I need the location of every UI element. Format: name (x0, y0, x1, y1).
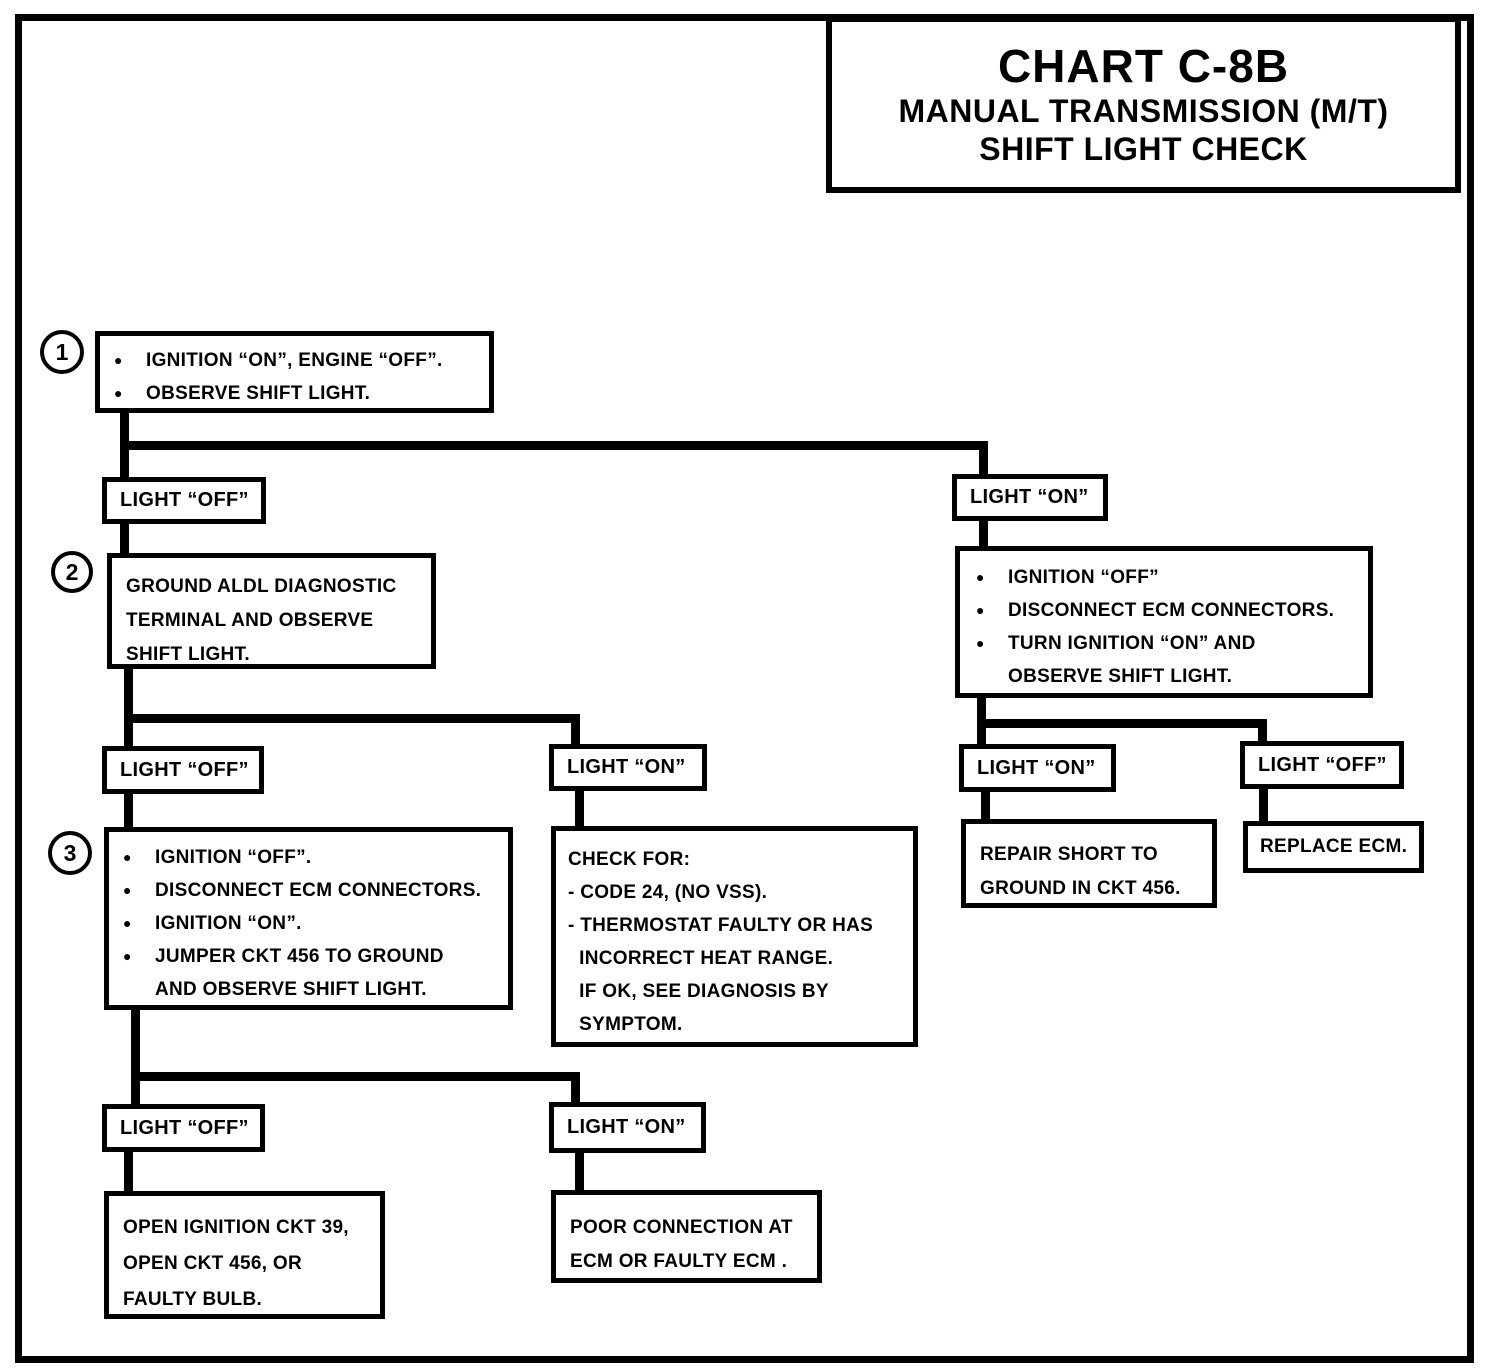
open-circuit-text: OPEN IGNITION CKT 39, OPEN CKT 456, OR F… (123, 1217, 349, 1310)
bullet-text: IGNITION “ON”, ENGINE “OFF”. (146, 350, 443, 371)
connector-lightonr2-repair (981, 792, 990, 819)
bullet-row: ● DISCONNECT ECM CONNECTORS. (123, 874, 500, 907)
step-2-badge: 2 (51, 551, 93, 593)
bullet-row: ● IGNITION “OFF”. (123, 841, 500, 874)
connector-step3-branch (131, 1072, 580, 1081)
chart-title: CHART C-8B (997, 40, 1290, 92)
bullet-icon: ● (976, 602, 985, 618)
poor-connection-text: POOR CONNECTION AT ECM OR FAULTY ECM . (570, 1217, 793, 1272)
open-circuit-box: OPEN IGNITION CKT 39, OPEN CKT 456, OR F… (104, 1191, 385, 1319)
bullet-text: IGNITION “ON”. (155, 913, 302, 934)
bullet-icon: ● (123, 915, 132, 931)
repair-short-box: REPAIR SHORT TO GROUND IN CKT 456. (961, 819, 1217, 908)
connector-step2-down (124, 669, 133, 746)
connector-rightbox-branch (977, 719, 1267, 728)
bullet-text: JUMPER CKT 456 TO GROUND AND OBSERVE SHI… (155, 946, 444, 1000)
bullet-icon: ● (123, 948, 132, 964)
repair-short-text: REPAIR SHORT TO GROUND IN CKT 456. (980, 844, 1181, 899)
connector-step1-right-drop (979, 441, 988, 475)
bullet-icon: ● (976, 635, 985, 651)
connector-lighton1-rightbox (979, 521, 988, 546)
branch-label-light-on-3: LIGHT “ON” (549, 1102, 706, 1153)
bullet-text: DISCONNECT ECM CONNECTORS. (155, 880, 482, 901)
step-1-badge: 1 (40, 330, 84, 374)
bullet-row: ● TURN IGNITION “ON” AND OBSERVE SHIFT L… (976, 627, 1360, 693)
step-3-badge: 3 (48, 831, 92, 875)
connector-lightoff2-step3 (124, 794, 133, 827)
bullet-icon: ● (976, 569, 985, 585)
bullet-icon: ● (114, 385, 123, 401)
connector-lightoff3-openbox (124, 1152, 133, 1191)
branch-label-light-on-1: LIGHT “ON” (952, 474, 1108, 521)
bullet-row: ● OBSERVE SHIFT LIGHT. (114, 377, 481, 410)
right-branch-action-box: ● IGNITION “OFF” ● DISCONNECT ECM CONNEC… (955, 546, 1373, 698)
connector-lightoffr2-replace (1259, 789, 1268, 821)
bullet-icon: ● (123, 882, 132, 898)
bullet-text: IGNITION “OFF”. (155, 847, 312, 868)
branch-label-light-off-r2: LIGHT “OFF” (1240, 741, 1404, 789)
check-for-text: CHECK FOR: - CODE 24, (NO VSS). - THERMO… (568, 849, 874, 1035)
step-1-action-box: ● IGNITION “ON”, ENGINE “OFF”. ● OBSERVE… (95, 331, 494, 413)
connector-step1-branch (120, 441, 988, 450)
connector-lighton3-poorbox (575, 1153, 584, 1190)
connector-lightoff1-step2 (120, 524, 129, 553)
step-2-text: GROUND ALDL DIAGNOSTIC TERMINAL AND OBSE… (126, 576, 397, 665)
branch-label-light-off-1: LIGHT “OFF” (102, 477, 266, 524)
bullet-text: IGNITION “OFF” (1008, 567, 1159, 588)
connector-step2-branch (124, 714, 580, 723)
chart-subtitle-line2: SHIFT LIGHT CHECK (979, 131, 1308, 167)
bullet-icon: ● (114, 352, 123, 368)
replace-ecm-text: REPLACE ECM. (1260, 836, 1408, 857)
bullet-text: DISCONNECT ECM CONNECTORS. (1008, 600, 1335, 621)
poor-connection-box: POOR CONNECTION AT ECM OR FAULTY ECM . (551, 1190, 822, 1283)
branch-label-light-off-2: LIGHT “OFF” (102, 746, 264, 794)
chart-subtitle-line1: MANUAL TRANSMISSION (M/T) (898, 93, 1389, 129)
bullet-row: ● IGNITION “ON”, ENGINE “OFF”. (114, 344, 481, 377)
connector-step3-right-drop (571, 1072, 580, 1102)
bullet-row: ● JUMPER CKT 456 TO GROUND AND OBSERVE S… (123, 940, 500, 1006)
title-box: CHART C-8B MANUAL TRANSMISSION (M/T) SHI… (826, 16, 1461, 193)
branch-label-light-on-2: LIGHT “ON” (549, 744, 707, 791)
bullet-row: ● DISCONNECT ECM CONNECTORS. (976, 594, 1360, 627)
connector-rightbox-right-drop (1258, 719, 1267, 741)
branch-label-light-off-3: LIGHT “OFF” (102, 1104, 265, 1152)
bullet-row: ● IGNITION “ON”. (123, 907, 500, 940)
bullet-text: OBSERVE SHIFT LIGHT. (146, 383, 371, 404)
bullet-icon: ● (123, 849, 132, 865)
connector-step3-down (131, 1010, 140, 1104)
bullet-text: TURN IGNITION “ON” AND OBSERVE SHIFT LIG… (1008, 633, 1256, 687)
connector-step2-right-drop (571, 714, 580, 744)
branch-label-light-on-r2: LIGHT “ON” (959, 744, 1116, 792)
connector-lighton2-checkbox (575, 791, 584, 826)
replace-ecm-box: REPLACE ECM. (1243, 821, 1424, 873)
check-for-box: CHECK FOR: - CODE 24, (NO VSS). - THERMO… (551, 826, 918, 1047)
step-2-action-box: GROUND ALDL DIAGNOSTIC TERMINAL AND OBSE… (107, 553, 436, 669)
step-3-action-box: ● IGNITION “OFF”. ● DISCONNECT ECM CONNE… (104, 827, 513, 1010)
bullet-row: ● IGNITION “OFF” (976, 561, 1360, 594)
page-border (15, 14, 1474, 1363)
